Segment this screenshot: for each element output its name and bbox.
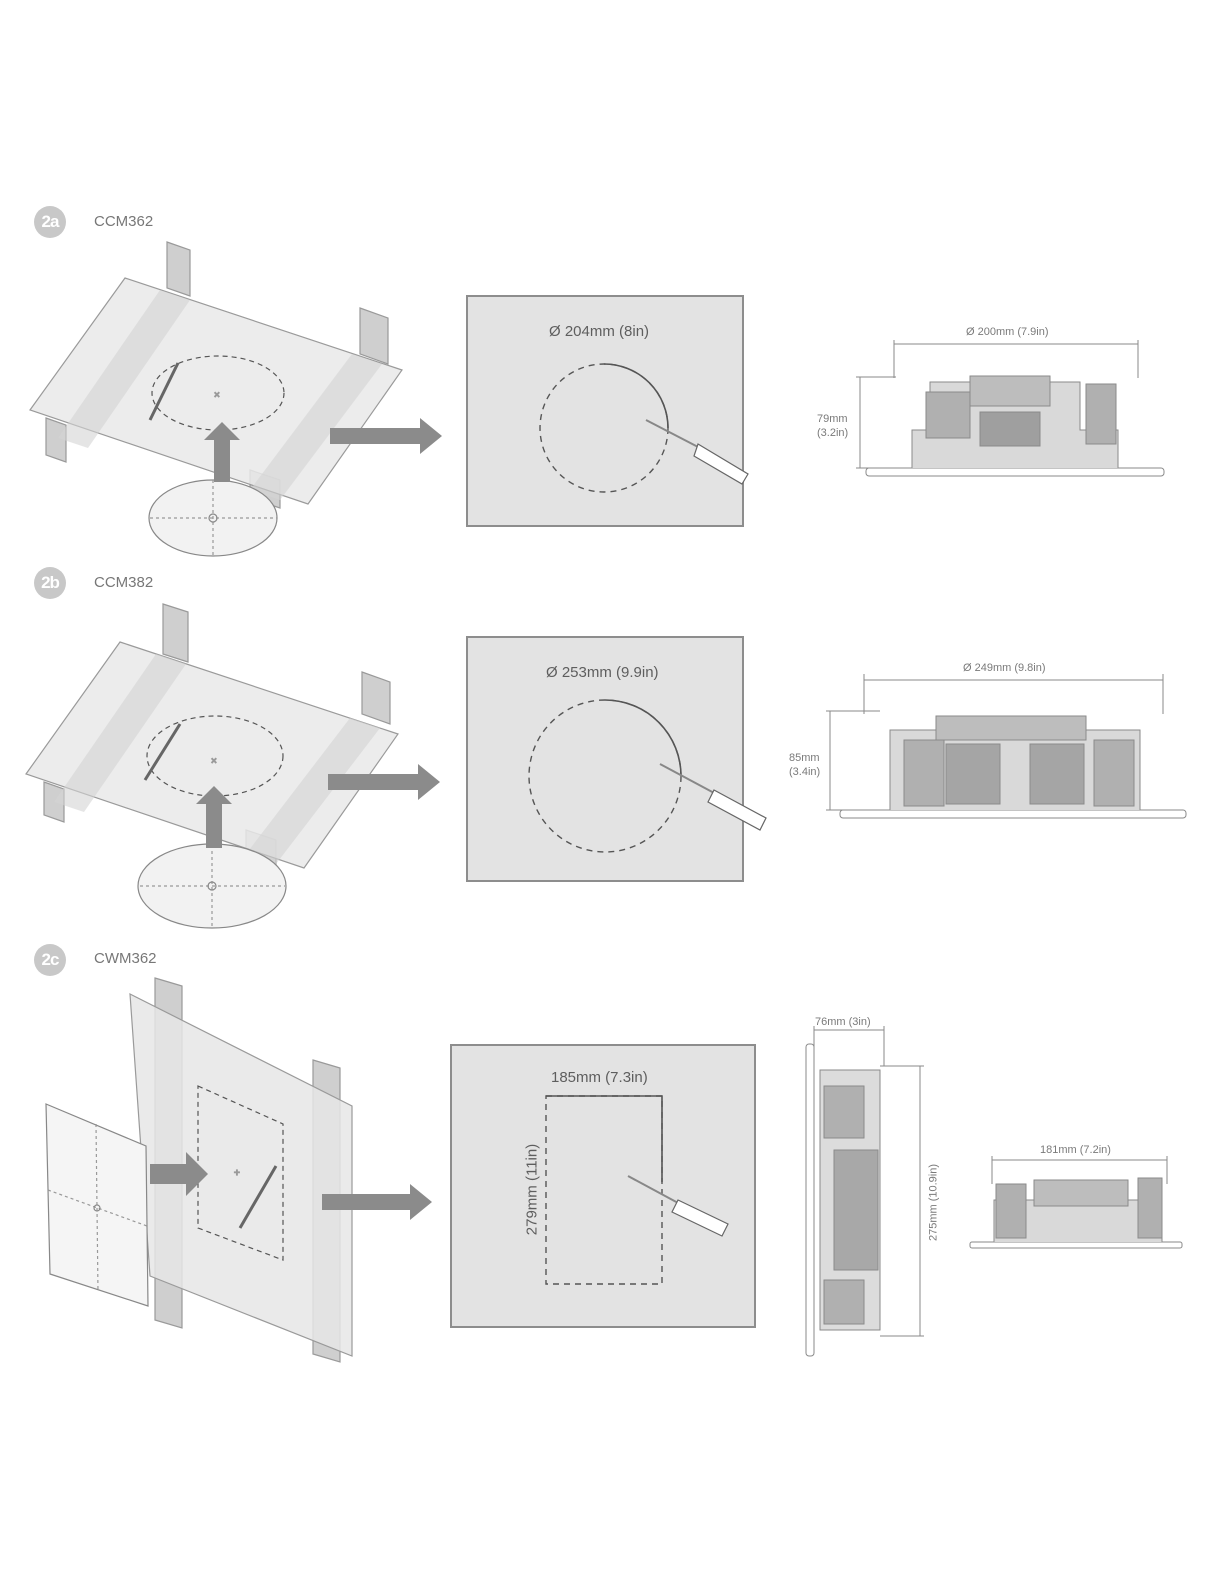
speaker-width-label-2c: 181mm (7.2in) xyxy=(1040,1144,1111,1157)
